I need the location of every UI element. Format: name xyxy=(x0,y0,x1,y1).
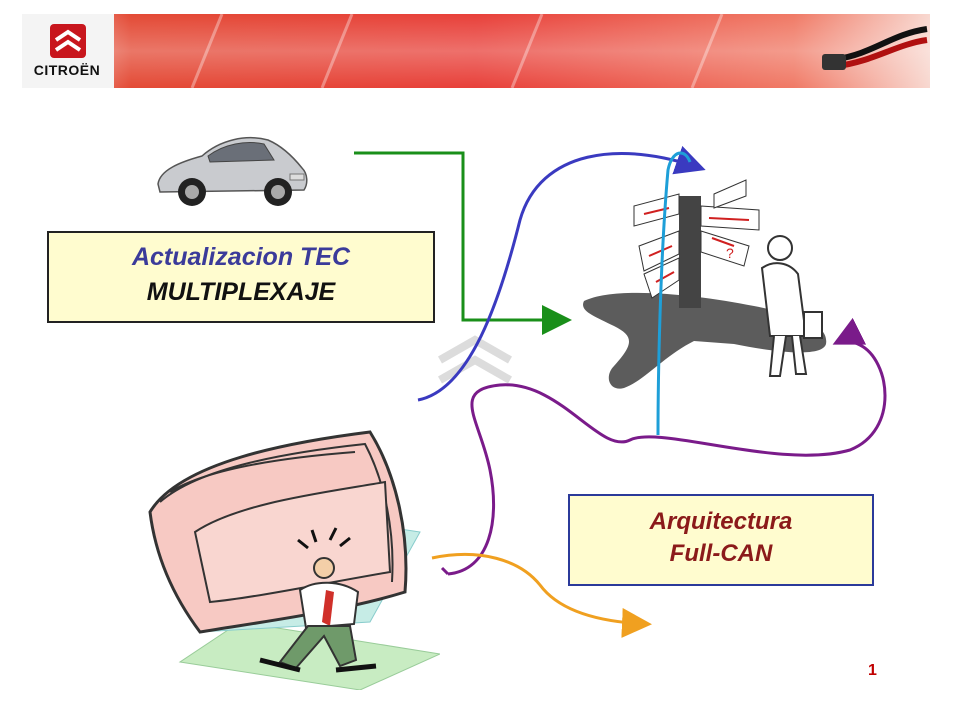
box-arquitectura-can: Arquitectura Full-CAN xyxy=(568,494,874,586)
blue-arrow xyxy=(417,145,706,402)
purple-arrow xyxy=(447,317,887,576)
brand-name: CITROËN xyxy=(33,62,101,78)
svg-text:?: ? xyxy=(726,245,734,261)
page-number: 1 xyxy=(868,662,877,679)
man-under-papers-illustration xyxy=(148,430,440,690)
box-tec-subtitle: MULTIPLEXAJE xyxy=(146,278,336,306)
cyan-arrow xyxy=(656,151,692,436)
box-tec-title: Actualizacion TEC xyxy=(131,243,351,271)
orange-arrow xyxy=(431,552,652,638)
banner-graphic xyxy=(22,14,930,88)
box-can-subtitle: Full-CAN xyxy=(669,540,773,567)
box-actualizacion-tec: Actualizacion TEC MULTIPLEXAJE xyxy=(47,231,435,323)
car-image xyxy=(150,122,312,218)
green-arrow xyxy=(354,151,572,335)
citroen-logo: CITROËN xyxy=(22,14,114,88)
citroen-chevrons-icon xyxy=(50,24,86,58)
box-can-title: Arquitectura xyxy=(649,508,793,535)
signpost-man-illustration: ? xyxy=(583,179,827,389)
header-banner: CITROËN xyxy=(22,14,930,88)
